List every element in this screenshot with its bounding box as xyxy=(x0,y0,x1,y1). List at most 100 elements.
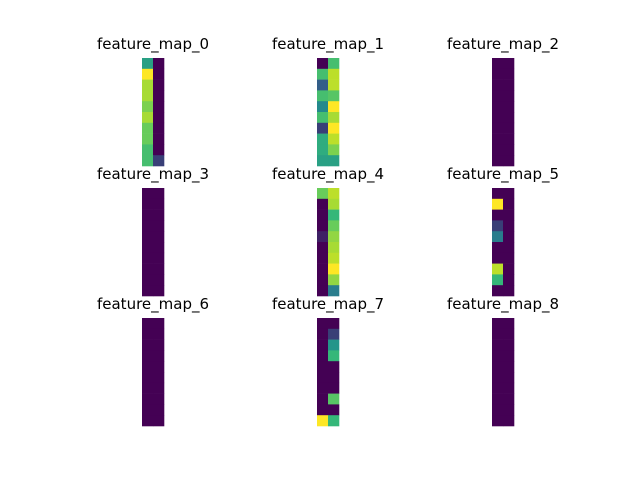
heatmap-cell xyxy=(317,350,329,362)
heatmap-cell xyxy=(503,90,515,102)
heatmap-cell xyxy=(317,372,329,384)
heatmap-cell xyxy=(142,274,154,286)
heatmap-cell xyxy=(153,318,165,330)
heatmap-cell xyxy=(317,188,329,200)
heatmap-cell xyxy=(492,122,504,134)
heatmap-cell xyxy=(328,393,340,405)
panel-title: feature_map_0 xyxy=(97,35,209,54)
heatmap-cell xyxy=(492,274,504,286)
panel-title: feature_map_2 xyxy=(447,35,559,54)
heatmap-cell xyxy=(142,101,154,113)
heatmap-cell xyxy=(503,372,515,384)
heatmap-cell xyxy=(328,155,340,167)
heatmap-cell xyxy=(328,339,340,351)
heatmap-cell xyxy=(503,231,515,243)
heatmap-cell xyxy=(153,415,165,427)
heatmap-cell xyxy=(492,155,504,167)
heatmap-cell xyxy=(503,415,515,427)
heatmap-cell xyxy=(153,68,165,80)
heatmap-cell xyxy=(153,361,165,373)
heatmap-cell xyxy=(503,122,515,134)
heatmap-cell xyxy=(317,285,329,297)
heatmap-cell xyxy=(317,122,329,134)
heatmap-panel: feature_map_1 xyxy=(272,35,384,167)
heatmap-cell xyxy=(153,144,165,156)
heatmap-cell xyxy=(153,209,165,221)
heatmap-cell xyxy=(328,68,340,80)
panel-title: feature_map_8 xyxy=(447,295,559,314)
heatmap-panel: feature_map_6 xyxy=(97,295,209,427)
heatmap-cell xyxy=(503,339,515,351)
heatmap-cell xyxy=(328,382,340,394)
heatmap-cell xyxy=(503,101,515,113)
heatmap-cell xyxy=(492,101,504,113)
heatmap-cell xyxy=(317,68,329,80)
heatmap-cell xyxy=(142,144,154,156)
heatmap-cell xyxy=(328,372,340,384)
heatmap-cell xyxy=(317,404,329,416)
heatmap-cell xyxy=(153,393,165,405)
heatmap-cell xyxy=(328,242,340,254)
heatmap-cell xyxy=(328,188,340,200)
heatmap-cell xyxy=(142,68,154,80)
heatmap-cell xyxy=(492,318,504,330)
heatmap-panel: feature_map_8 xyxy=(447,295,559,427)
heatmap-cell xyxy=(142,404,154,416)
heatmap-cell xyxy=(317,339,329,351)
heatmap-cell xyxy=(492,242,504,254)
heatmap-cell xyxy=(153,198,165,210)
panel-title: feature_map_5 xyxy=(447,165,559,184)
heatmap-cell xyxy=(328,58,340,70)
heatmap-cell xyxy=(153,58,165,70)
heatmap-cell xyxy=(317,242,329,254)
heatmap-cell xyxy=(142,209,154,221)
heatmap-cell xyxy=(492,285,504,297)
heatmap-cell xyxy=(317,393,329,405)
heatmap-cell xyxy=(503,198,515,210)
heatmap-cell xyxy=(503,382,515,394)
heatmap-cell xyxy=(153,122,165,134)
heatmap-cell xyxy=(153,285,165,297)
heatmap-cell xyxy=(503,188,515,200)
heatmap-cell xyxy=(142,58,154,70)
heatmap-cell xyxy=(153,231,165,243)
heatmap-cell xyxy=(328,318,340,330)
heatmap-cell xyxy=(503,361,515,373)
heatmap-cell xyxy=(142,231,154,243)
heatmap-cell xyxy=(142,318,154,330)
heatmap-cell xyxy=(153,133,165,145)
heatmap-cell xyxy=(153,188,165,200)
heatmap-cell xyxy=(328,415,340,427)
heatmap-cell xyxy=(503,68,515,80)
heatmap-cell xyxy=(492,415,504,427)
heatmap-cell xyxy=(492,79,504,91)
heatmap-cell xyxy=(153,372,165,384)
heatmap-cell xyxy=(153,79,165,91)
heatmap-cell xyxy=(142,263,154,275)
heatmap-cell xyxy=(142,242,154,254)
panel-title: feature_map_1 xyxy=(272,35,384,54)
heatmap-cell xyxy=(492,209,504,221)
heatmap-cell xyxy=(142,79,154,91)
heatmap-cell xyxy=(153,90,165,102)
heatmap-cell xyxy=(503,252,515,264)
heatmap-cell xyxy=(492,220,504,232)
heatmap-panel: feature_map_2 xyxy=(447,35,559,167)
heatmap-cell xyxy=(142,361,154,373)
heatmap-cell xyxy=(503,404,515,416)
heatmap-cell xyxy=(142,285,154,297)
heatmap-cell xyxy=(317,155,329,167)
heatmap-cell xyxy=(503,263,515,275)
heatmap-cell xyxy=(492,393,504,405)
heatmap-cell xyxy=(153,328,165,340)
heatmap-cell xyxy=(153,101,165,113)
heatmap-cell xyxy=(153,382,165,394)
heatmap-cell xyxy=(153,263,165,275)
heatmap-cell xyxy=(503,112,515,124)
heatmap-cell xyxy=(317,209,329,221)
heatmap-panel: feature_map_0 xyxy=(97,35,209,167)
heatmap-cell xyxy=(317,252,329,264)
heatmap-cell xyxy=(317,318,329,330)
heatmap-cell xyxy=(142,112,154,124)
